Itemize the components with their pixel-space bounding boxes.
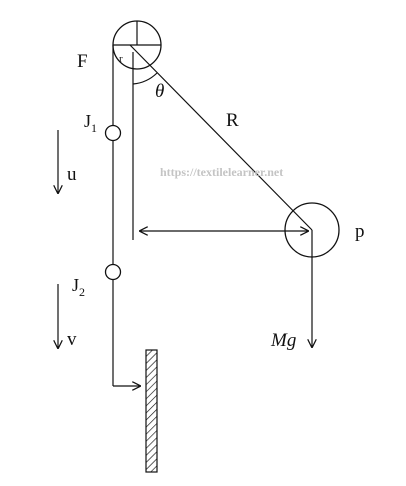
label-J2-subscript: 2 [79, 285, 85, 299]
joint-J2 [104, 263, 122, 281]
label-v: v [67, 329, 77, 350]
watermark: https://textilelearner.net [160, 165, 283, 179]
label-Mg: Mg [270, 330, 296, 351]
label-F: F [77, 51, 88, 72]
label-J2-main: J [72, 275, 79, 295]
label-J1: J1 [84, 111, 97, 135]
angle-arc [132, 72, 158, 85]
label-p: p [355, 221, 365, 242]
label-r: r [119, 53, 123, 65]
hatched-plate [145, 349, 158, 473]
label-J1-main: J [84, 111, 91, 131]
label-J1-subscript: 1 [91, 121, 97, 135]
label-J2: J2 [72, 275, 85, 299]
label-theta: θ [155, 81, 164, 102]
joint-J1 [104, 124, 122, 142]
label-R: R [226, 110, 239, 131]
label-u: u [67, 164, 77, 185]
pendulum-arm-R [129, 44, 313, 231]
